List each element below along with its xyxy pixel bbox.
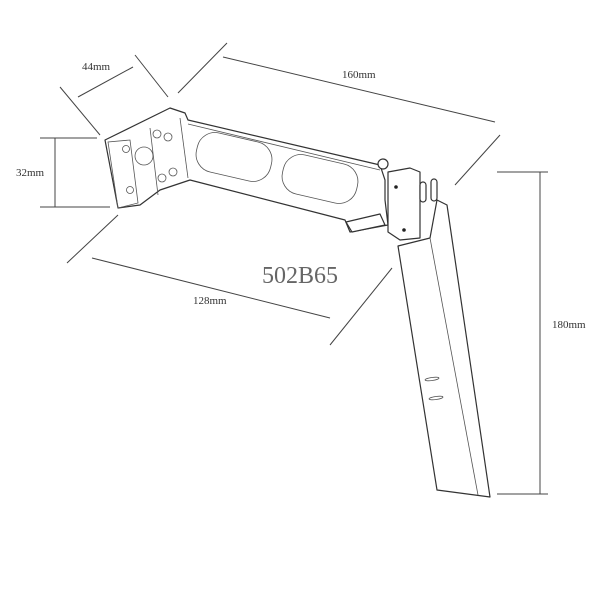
dimension-32mm: 32mm — [16, 137, 110, 208]
dimension-label-32: 32mm — [16, 167, 45, 179]
dimension-label-128: 128mm — [193, 295, 227, 307]
dimension-128mm: 128mm — [66, 214, 393, 346]
dimension-label-180: 180mm — [552, 319, 586, 331]
dimension-44mm: 44mm — [59, 54, 169, 136]
dimension-160mm: 160mm — [177, 42, 501, 186]
rudder-blade — [397, 199, 491, 498]
dimension-180mm: 180mm — [497, 171, 586, 495]
model-number: 502B65 — [262, 263, 338, 289]
rudder-bracket — [104, 107, 438, 241]
dimension-label-160: 160mm — [342, 69, 376, 81]
dimension-label-44: 44mm — [82, 61, 111, 73]
